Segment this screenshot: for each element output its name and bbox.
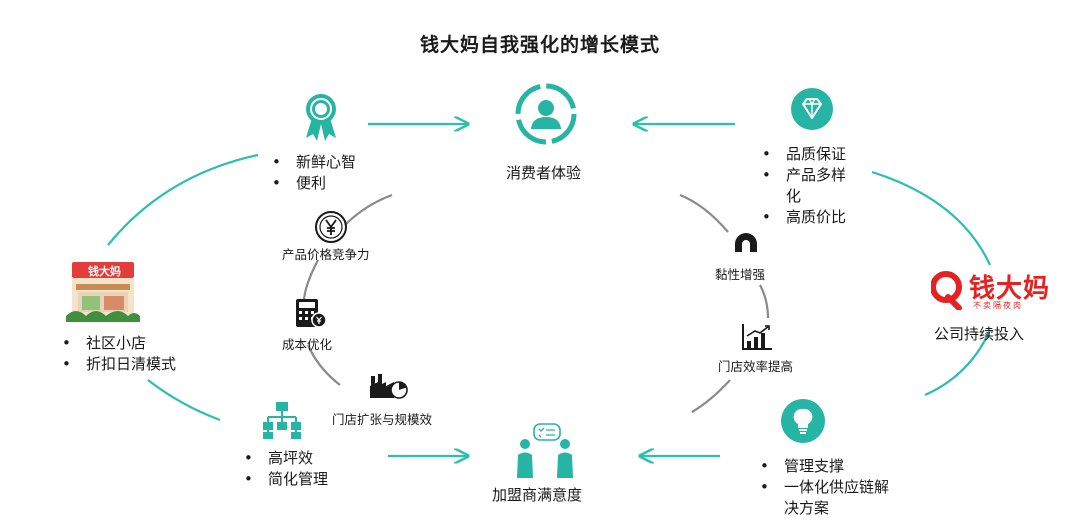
storefront-icon: 钱大妈 bbox=[66, 258, 140, 322]
logo-tagline: 不卖隔夜肉 bbox=[973, 301, 1023, 310]
outer-arc-bottom-left bbox=[147, 379, 221, 422]
inner-arc-left-top bbox=[344, 193, 393, 226]
bullet-item: 便利 bbox=[268, 173, 356, 194]
bullets-top-right: 品质保证 产品多样化 高质价比 bbox=[758, 144, 868, 228]
stickiness-label: 黏性增强 bbox=[715, 267, 766, 282]
inner-arc-right-lower bbox=[691, 379, 731, 413]
bullet-item: 折扣日清模式 bbox=[58, 354, 176, 375]
bullet-item: 管理支撑 bbox=[756, 456, 906, 477]
franchisee-satisfaction-label: 加盟商满意度 bbox=[492, 486, 583, 504]
inner-arc-left-lower bbox=[306, 344, 341, 386]
store-expansion-label: 门店扩张与规模效 bbox=[332, 412, 433, 427]
bar-growth-icon bbox=[740, 322, 774, 352]
consumer-experience-label: 消费者体验 bbox=[506, 164, 582, 182]
bullet-item: 高坪效 bbox=[240, 448, 328, 469]
bullets-bottom-left: 高坪效 简化管理 bbox=[240, 448, 328, 490]
bullet-item: 新鲜心智 bbox=[268, 152, 356, 173]
inner-arc-left-middle bbox=[302, 259, 319, 301]
inner-arc-right-top bbox=[679, 193, 729, 233]
diamond-icon bbox=[791, 88, 833, 130]
bullets-bottom-right: 管理支撑 一体化供应链解决方案 bbox=[756, 456, 906, 519]
inner-arc-right-middle bbox=[759, 284, 770, 319]
logo-mark-icon bbox=[931, 271, 962, 310]
diagram-title: 钱大妈自我强化的增长模式 bbox=[419, 34, 660, 56]
bullet-item: 高质价比 bbox=[758, 207, 868, 228]
bullet-item: 简化管理 bbox=[240, 469, 328, 490]
calculator-icon bbox=[293, 296, 327, 330]
bullets-top-left: 新鲜心智 便利 bbox=[268, 152, 356, 194]
user-circle-icon bbox=[514, 82, 578, 146]
bullet-item: 一体化供应链解决方案 bbox=[756, 477, 896, 519]
company-logo: 钱大妈 不卖隔夜肉 bbox=[931, 268, 1051, 314]
store-efficiency-label: 门店效率提高 bbox=[718, 359, 794, 374]
bullets-left: 社区小店 折扣日清模式 bbox=[58, 333, 176, 375]
team-discussion-icon bbox=[512, 422, 578, 478]
outer-arc-top-right bbox=[871, 170, 991, 266]
lightbulb-icon bbox=[781, 399, 825, 443]
bullet-item: 产品多样化 bbox=[758, 165, 850, 207]
award-ribbon-icon bbox=[300, 92, 342, 142]
bullet-item: 品质保证 bbox=[758, 144, 868, 165]
price-competitiveness-label: 产品价格竞争力 bbox=[282, 247, 370, 262]
bullet-item: 社区小店 bbox=[58, 333, 176, 354]
outer-arc-bottom-right bbox=[924, 329, 992, 397]
factory-icon bbox=[368, 370, 408, 402]
store-sign-text: 钱大妈 bbox=[88, 265, 121, 278]
logo-text: 钱大妈 bbox=[969, 274, 1051, 304]
magnet-icon bbox=[731, 230, 761, 260]
outer-arc-top-left bbox=[107, 153, 259, 246]
yen-coin-icon bbox=[314, 210, 348, 244]
company-investment-label: 公司持续投入 bbox=[934, 325, 1025, 343]
org-chart-icon bbox=[262, 400, 302, 440]
cost-optimization-label: 成本优化 bbox=[282, 337, 333, 352]
